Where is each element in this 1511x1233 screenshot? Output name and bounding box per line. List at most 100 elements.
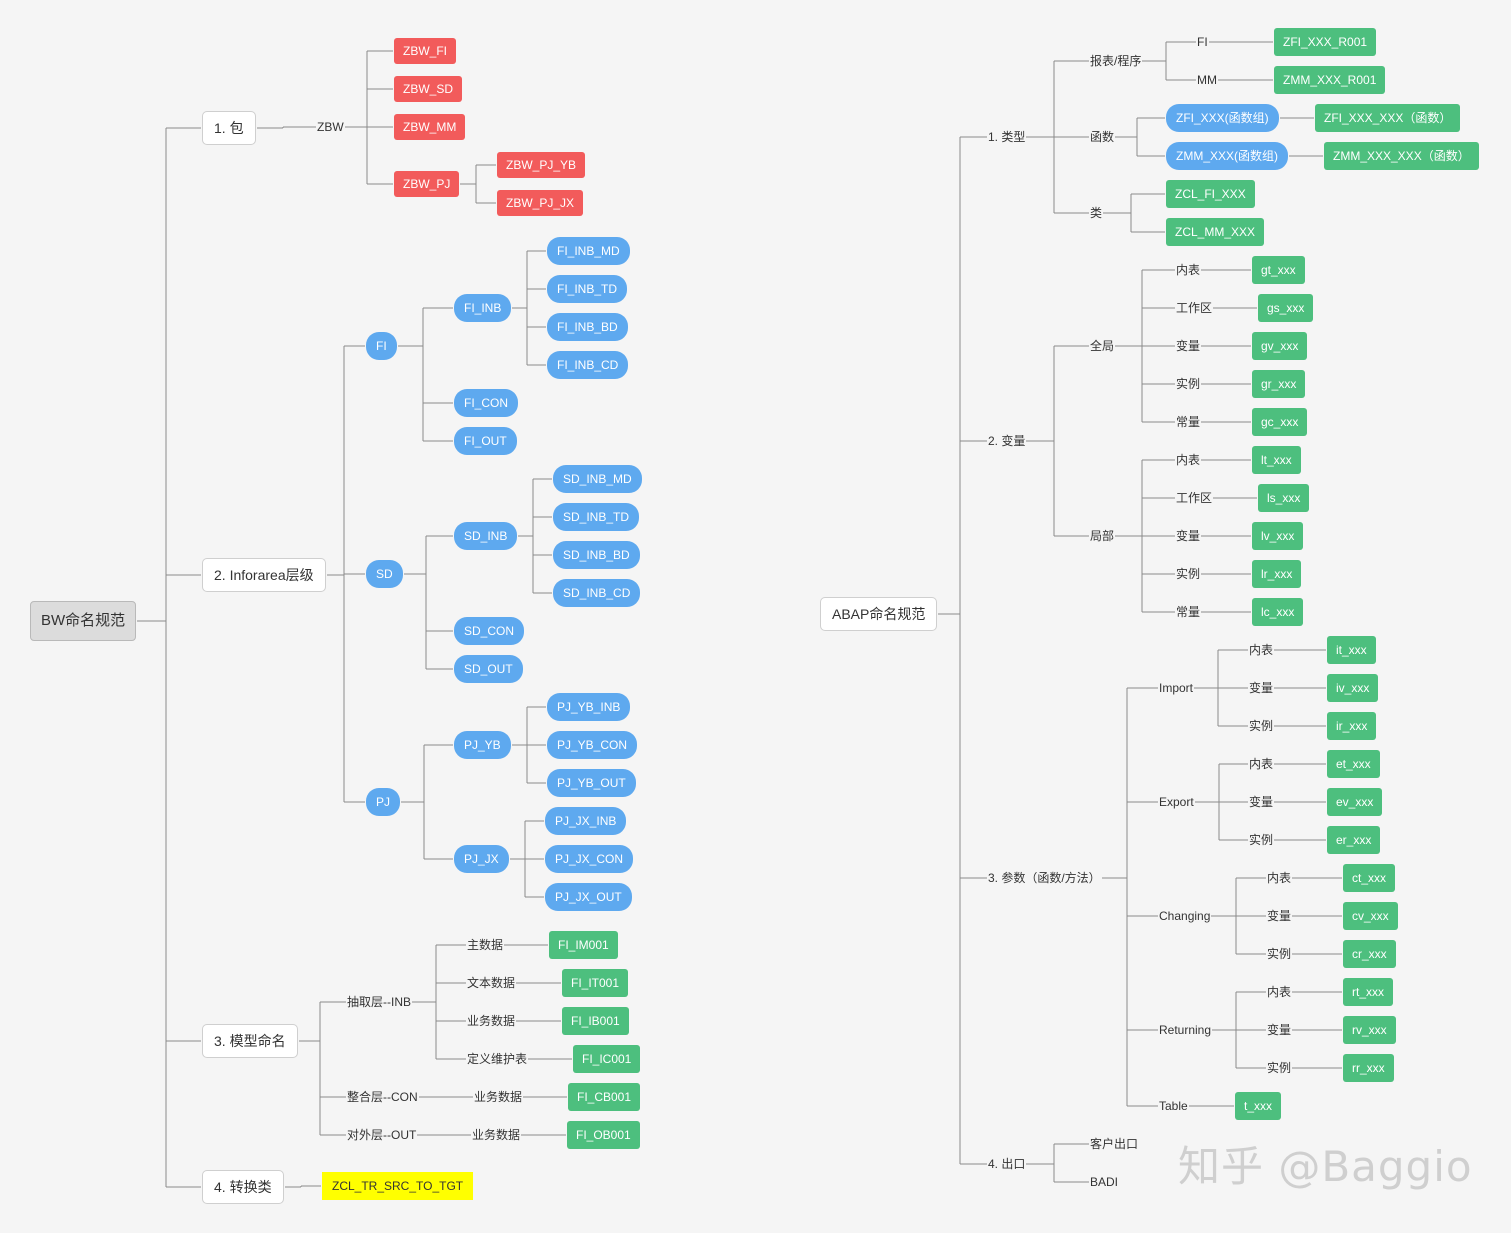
param-imp-it-v[interactable]: it_xxx: [1327, 636, 1376, 664]
var-global[interactable]: 全局: [1090, 339, 1115, 353]
abap-root[interactable]: ABAP命名规范: [820, 597, 938, 631]
model-con-biz[interactable]: 业务数据: [474, 1090, 523, 1104]
bw-root[interactable]: BW命名规范: [30, 601, 137, 641]
zbw-pj-yb[interactable]: ZBW_PJ_YB: [497, 152, 586, 178]
zbw-fi[interactable]: ZBW_FI: [394, 38, 456, 64]
model-inb[interactable]: 抽取层--INB: [347, 995, 411, 1009]
type-fg-fi[interactable]: ZFI_XXX(函数组): [1166, 104, 1279, 132]
param-exp[interactable]: Export: [1159, 795, 1194, 809]
param-tbl-v[interactable]: t_xxx: [1235, 1092, 1282, 1120]
ia-sd-out[interactable]: SD_OUT: [454, 655, 523, 683]
type-cls-mm[interactable]: ZCL_MM_XXX: [1166, 218, 1265, 246]
model-con[interactable]: 整合层--CON: [347, 1090, 418, 1104]
param-imp-inst-v[interactable]: ir_xxx: [1327, 712, 1377, 740]
ia-sd-inb-bd[interactable]: SD_INB_BD: [553, 541, 640, 569]
model-master-v[interactable]: FI_IM001: [549, 931, 618, 959]
type-fg-mm[interactable]: ZMM_XXX(函数组): [1166, 142, 1289, 170]
ia-sd[interactable]: SD: [366, 560, 403, 588]
zbw-label[interactable]: ZBW: [317, 120, 344, 134]
ia-fi[interactable]: FI: [366, 332, 397, 360]
infoarea-branch[interactable]: 2. Inforarea层级: [202, 558, 326, 592]
param-chg-var[interactable]: 变量: [1267, 909, 1292, 923]
model-biz-v[interactable]: FI_IB001: [562, 1007, 629, 1035]
param-tbl[interactable]: Table: [1159, 1099, 1188, 1113]
param-branch[interactable]: 3. 参数（函数/方法）: [988, 871, 1101, 885]
type-fi[interactable]: FI: [1197, 35, 1208, 49]
param-exp-it[interactable]: 内表: [1249, 757, 1274, 771]
model-out-biz[interactable]: 业务数据: [472, 1128, 521, 1142]
var-g-it[interactable]: 内表: [1176, 263, 1201, 277]
type-fg-fi-v[interactable]: ZFI_XXX_XXX（函数）: [1315, 104, 1461, 132]
var-g-const-v[interactable]: gc_xxx: [1252, 408, 1308, 436]
var-g-wa[interactable]: 工作区: [1176, 301, 1213, 315]
ia-pj-jx-inb[interactable]: PJ_JX_INB: [545, 807, 627, 835]
model-maint[interactable]: 定义维护表: [467, 1052, 528, 1066]
exit-badi[interactable]: BADI: [1090, 1175, 1119, 1189]
zbw-pj-jx[interactable]: ZBW_PJ_JX: [497, 190, 584, 216]
model-out-v[interactable]: FI_OB001: [567, 1121, 640, 1149]
ia-fi-inb-cd[interactable]: FI_INB_CD: [547, 351, 629, 379]
param-ret-inst-v[interactable]: rr_xxx: [1343, 1054, 1394, 1082]
model-con-v[interactable]: FI_CB001: [568, 1083, 641, 1111]
model-text[interactable]: 文本数据: [467, 976, 516, 990]
var-local[interactable]: 局部: [1090, 529, 1115, 543]
var-l-const-v[interactable]: lc_xxx: [1252, 598, 1304, 626]
param-chg-it[interactable]: 内表: [1267, 871, 1292, 885]
model-master[interactable]: 主数据: [467, 938, 504, 952]
type-mm-v[interactable]: ZMM_XXX_R001: [1274, 66, 1386, 94]
var-l-it[interactable]: 内表: [1176, 453, 1201, 467]
param-exp-inst[interactable]: 实例: [1249, 833, 1274, 847]
param-chg-var-v[interactable]: cv_xxx: [1343, 902, 1398, 930]
ia-pj-jx-out[interactable]: PJ_JX_OUT: [545, 883, 632, 911]
param-chg-inst-v[interactable]: cr_xxx: [1343, 940, 1396, 968]
var-l-inst[interactable]: 实例: [1176, 567, 1201, 581]
ia-sd-inb-cd[interactable]: SD_INB_CD: [553, 579, 641, 607]
ia-pj-yb[interactable]: PJ_YB: [454, 731, 511, 759]
param-chg-it-v[interactable]: ct_xxx: [1343, 864, 1396, 892]
type-cls-fi[interactable]: ZCL_FI_XXX: [1166, 180, 1255, 208]
var-l-var-v[interactable]: lv_xxx: [1252, 522, 1304, 550]
var-l-wa[interactable]: 工作区: [1176, 491, 1213, 505]
model-biz[interactable]: 业务数据: [467, 1014, 516, 1028]
param-imp-it[interactable]: 内表: [1249, 643, 1274, 657]
var-g-inst[interactable]: 实例: [1176, 377, 1201, 391]
type-fg-mm-v[interactable]: ZMM_XXX_XXX（函数）: [1324, 142, 1479, 170]
param-exp-inst-v[interactable]: er_xxx: [1327, 826, 1381, 854]
model-maint-v[interactable]: FI_IC001: [573, 1045, 641, 1073]
param-ret-it[interactable]: 内表: [1267, 985, 1292, 999]
exit-branch[interactable]: 4. 出口: [988, 1157, 1026, 1171]
model-text-v[interactable]: FI_IT001: [562, 969, 629, 997]
type-fi-v[interactable]: ZFI_XXX_R001: [1274, 28, 1377, 56]
param-ret-inst[interactable]: 实例: [1267, 1061, 1292, 1075]
type-report[interactable]: 报表/程序: [1090, 54, 1142, 68]
var-g-wa-v[interactable]: gs_xxx: [1258, 294, 1314, 322]
var-l-wa-v[interactable]: ls_xxx: [1258, 484, 1310, 512]
var-g-var-v[interactable]: gv_xxx: [1252, 332, 1308, 360]
zbw-pj[interactable]: ZBW_PJ: [394, 171, 460, 197]
ia-fi-con[interactable]: FI_CON: [454, 389, 519, 417]
var-g-var[interactable]: 变量: [1176, 339, 1201, 353]
ia-fi-out[interactable]: FI_OUT: [454, 427, 517, 455]
ia-fi-inb-bd[interactable]: FI_INB_BD: [547, 313, 628, 341]
var-g-inst-v[interactable]: gr_xxx: [1252, 370, 1306, 398]
param-ret-it-v[interactable]: rt_xxx: [1343, 978, 1394, 1006]
zbw-mm[interactable]: ZBW_MM: [394, 114, 466, 140]
param-exp-var-v[interactable]: ev_xxx: [1327, 788, 1383, 816]
exit-cust[interactable]: 客户出口: [1090, 1137, 1139, 1151]
ia-pj[interactable]: PJ: [366, 788, 401, 816]
zbw-sd[interactable]: ZBW_SD: [394, 76, 463, 102]
param-imp-var-v[interactable]: iv_xxx: [1327, 674, 1379, 702]
var-l-it-v[interactable]: lt_xxx: [1252, 446, 1301, 474]
param-exp-var[interactable]: 变量: [1249, 795, 1274, 809]
param-ret-var-v[interactable]: rv_xxx: [1343, 1016, 1396, 1044]
ia-fi-inb-td[interactable]: FI_INB_TD: [547, 275, 628, 303]
param-imp-var[interactable]: 变量: [1249, 681, 1274, 695]
ia-pj-yb-out[interactable]: PJ_YB_OUT: [547, 769, 636, 797]
param-ret[interactable]: Returning: [1159, 1023, 1212, 1037]
var-l-inst-v[interactable]: lr_xxx: [1252, 560, 1302, 588]
ia-sd-con[interactable]: SD_CON: [454, 617, 525, 645]
ia-sd-inb-td[interactable]: SD_INB_TD: [553, 503, 640, 531]
param-imp-inst[interactable]: 实例: [1249, 719, 1274, 733]
param-exp-it-v[interactable]: et_xxx: [1327, 750, 1380, 778]
type-func[interactable]: 函数: [1090, 130, 1115, 144]
